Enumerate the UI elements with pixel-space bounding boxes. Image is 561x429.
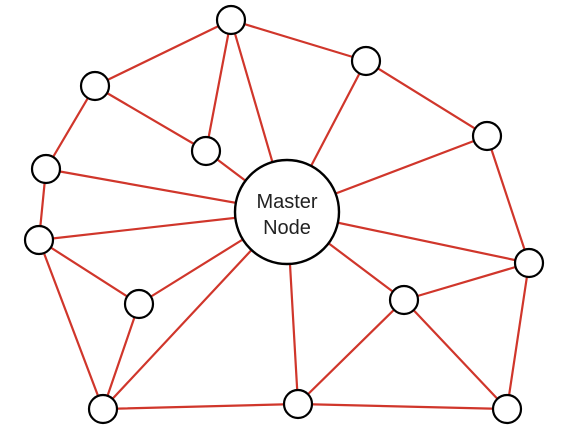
master-node-label-line1: Master: [256, 191, 317, 213]
edge-left2-midL: [37, 238, 141, 306]
master-node-label-line2: Node: [263, 217, 311, 239]
edge-right-farR: [485, 134, 531, 265]
edge-left2-botL: [37, 238, 105, 411]
master-node-circle: [233, 158, 341, 266]
node-midL: [123, 288, 155, 320]
edge-tl-innerL: [93, 84, 208, 153]
edge-botL-botM: [101, 402, 300, 411]
node-botR: [491, 393, 523, 425]
node-farR: [513, 247, 545, 279]
node-left: [30, 153, 62, 185]
edge-top-innerL: [204, 18, 233, 153]
edge-midR-botR: [402, 298, 509, 411]
edge-tl-left: [44, 84, 97, 171]
node-botM: [282, 388, 314, 420]
edge-top-tr: [229, 18, 368, 63]
node-botL: [87, 393, 119, 425]
node-top: [215, 4, 247, 36]
edge-midR-farR: [402, 261, 531, 302]
node-right: [471, 120, 503, 152]
edge-top-tl: [93, 18, 233, 88]
node-tl: [79, 70, 111, 102]
node-left2: [23, 224, 55, 256]
edge-midL-botL: [101, 302, 141, 411]
node-layer: [23, 4, 545, 425]
edge-botM-botR: [296, 402, 509, 411]
edge-botM-midR: [296, 298, 406, 406]
master-node: Master Node: [233, 158, 341, 266]
node-midR: [388, 284, 420, 316]
edge-tr-right: [364, 59, 489, 138]
edge-farR-botR: [505, 261, 531, 411]
node-innerL: [190, 135, 222, 167]
node-tr: [350, 45, 382, 77]
